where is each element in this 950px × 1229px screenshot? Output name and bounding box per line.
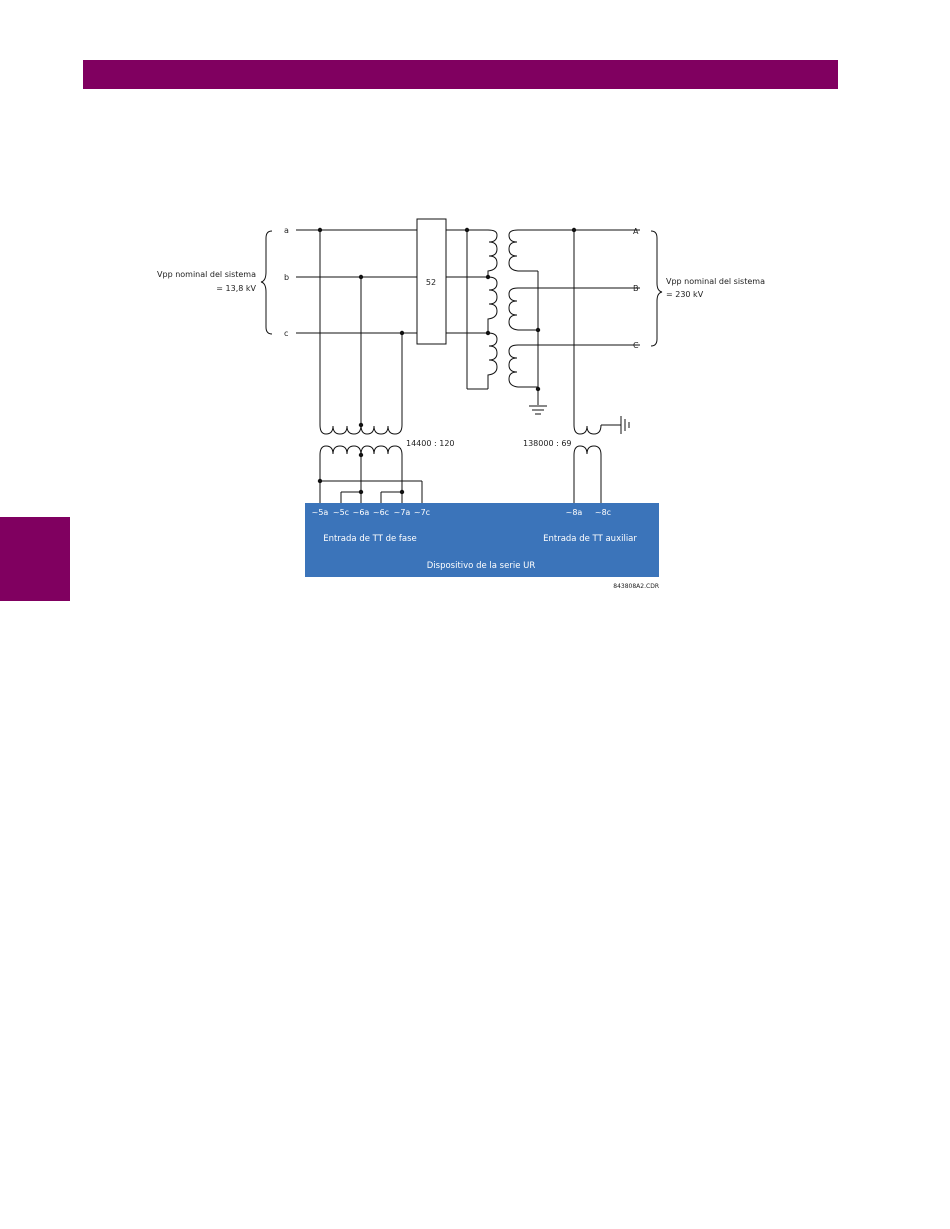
aux-vt-input-label: Entrada de TT auxiliar — [543, 534, 637, 544]
breaker-output-lines — [446, 230, 488, 389]
terminal-8a: ~8a — [566, 508, 583, 517]
right-voltage-line2: = 230 kV — [666, 290, 704, 299]
transformer-primary — [488, 230, 497, 389]
junction-dots — [318, 228, 576, 494]
phase-vt-input-label: Entrada de TT de fase — [323, 534, 417, 544]
ground-icon — [529, 406, 547, 414]
terminal-5a: ~5a — [312, 508, 329, 517]
bus-label-c: c — [284, 329, 288, 338]
right-voltage-line1: Vpp nominal del sistema — [666, 277, 765, 286]
phase-vt-wiring — [320, 455, 422, 503]
figure-code: 843808A2.CDR — [613, 583, 659, 590]
left-brace — [261, 231, 272, 334]
vt-ratio-aux: 138000 : 69 — [523, 439, 572, 448]
vt-ratio-phase: 14400 : 120 — [406, 439, 455, 448]
terminal-6c: ~6c — [373, 508, 389, 517]
left-bus-lines — [296, 230, 417, 333]
left-voltage-line1: Vpp nominal del sistema — [157, 270, 256, 279]
aux-vt — [574, 230, 621, 503]
bus-label-A: A — [633, 227, 639, 236]
terminal-5c: ~5c — [333, 508, 349, 517]
right-brace — [651, 231, 662, 346]
breaker-label: 52 — [426, 278, 436, 287]
aux-ground-icon — [621, 416, 629, 434]
left-voltage-line2: = 13,8 kV — [216, 284, 256, 293]
terminal-7a: ~7a — [394, 508, 411, 517]
terminal-6a: ~6a — [353, 508, 370, 517]
phase-vt-drops — [320, 230, 402, 425]
bus-label-a: a — [284, 226, 289, 235]
device-title: Dispositivo de la serie UR — [427, 561, 536, 571]
terminal-8c: ~8c — [595, 508, 611, 517]
terminal-7c: ~7c — [414, 508, 430, 517]
bus-label-b: b — [284, 273, 289, 282]
